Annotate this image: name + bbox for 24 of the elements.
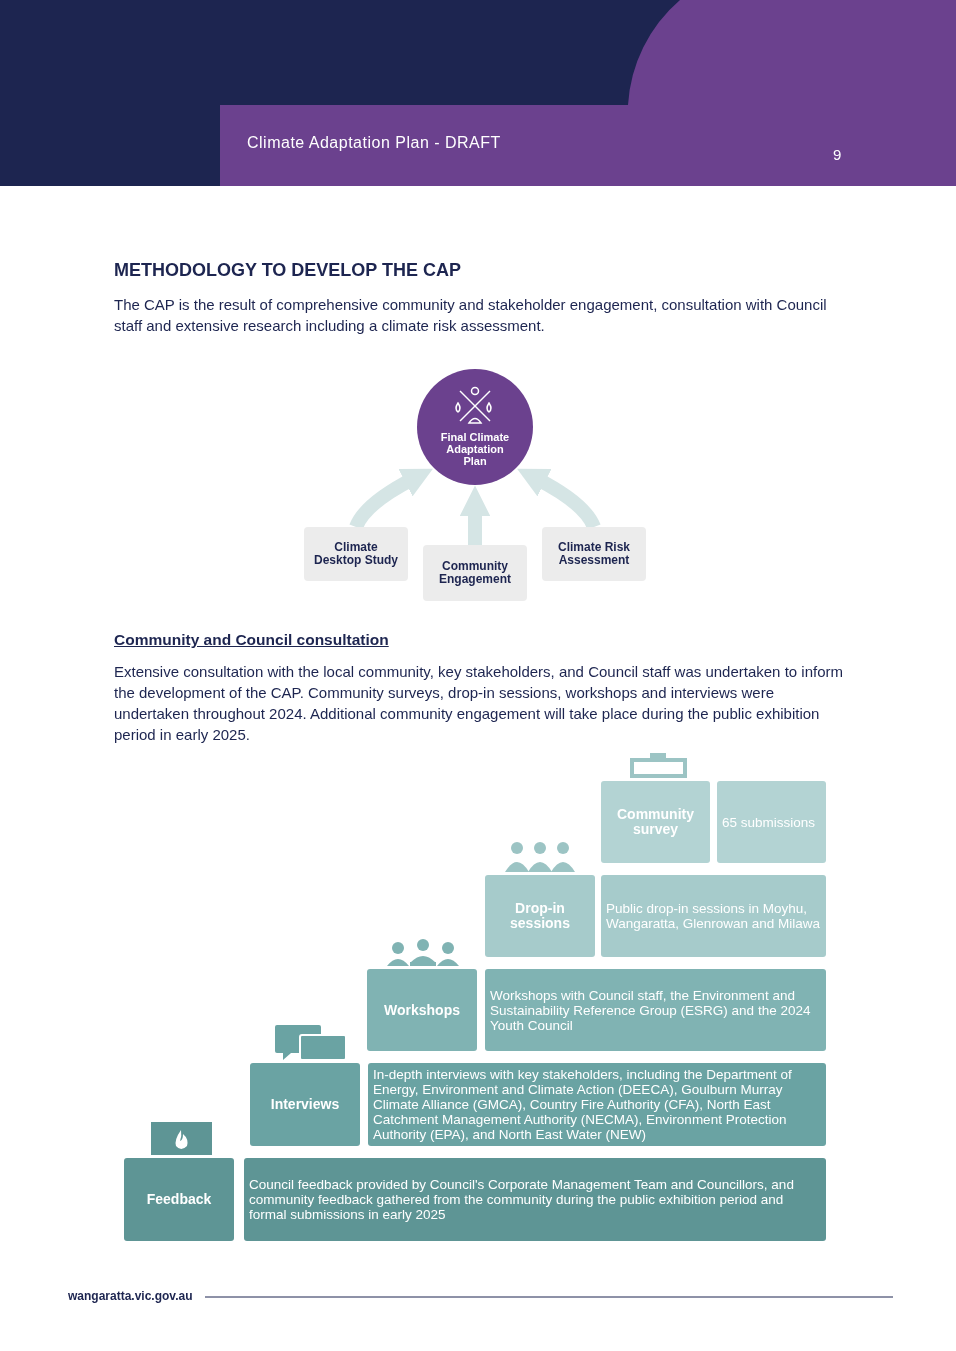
- section-subheading: Community and Council consultation: [114, 631, 389, 649]
- plan-circle: Final Climate Adaptation Plan: [417, 369, 533, 485]
- arrow: [459, 485, 491, 545]
- stage-box: Interviews: [250, 1063, 360, 1146]
- description-box: Workshops with Council staff, the Environment and Sustainability Reference Group (ESRG) and the 2024 Youth Council: [485, 969, 826, 1051]
- stage-box: Community survey: [601, 781, 710, 863]
- description-box: In-depth interviews with key stakeholders, including the Department of Energy, Environment and Climate Action (DEECA), Goulburn Murray Climate Alliance (GMCA), Country Fire Authority (CFA), North East Catchment Management Authority (NECMA), Environment Protection Authority (EPA), and North East Water (NEW): [368, 1063, 826, 1146]
- header-title: Climate Adaptation Plan - DRAFT: [247, 134, 501, 152]
- input-box: Climate Desktop Study: [304, 527, 408, 581]
- description-box: Public drop-in sessions in Moyhu, Wangaratta, Glenrowan and Milawa: [601, 875, 826, 957]
- input-box: Climate Risk Assessment: [542, 527, 646, 581]
- stage-box: Drop-in sessions: [485, 875, 595, 957]
- page-heading: METHODOLOGY TO DEVELOP THE CAP: [114, 260, 462, 281]
- arrow: [517, 468, 601, 530]
- body-paragraph: Extensive consultation with the local community, key stakeholders, and Council staff was undertaken to inform the development of the CAP. Community surveys, drop-in sessions, workshops and interviews were undertaken throughout 2024. Additional community engagement will take place during the public exhibition period in early 2025.: [114, 662, 844, 745]
- description-box: 65 submissions: [717, 781, 826, 863]
- description-box: Council feedback provided by Council's Corporate Management Team and Councillors, and community feedback gathered from the community during the public exhibition period and formal submissions in early 2025: [244, 1158, 826, 1241]
- input-box: Community Engagement: [423, 545, 527, 601]
- page-number: 9: [833, 146, 842, 163]
- stage-box: Feedback: [124, 1158, 234, 1241]
- arrow: [349, 468, 433, 530]
- intro-paragraph: The CAP is the result of comprehensive community and stakeholder engagement, consultation with Council staff and extensive research including a climate risk assessment.: [114, 295, 828, 336]
- footer-url: wangaratta.vic.gov.au: [68, 1289, 193, 1303]
- stage-box: Workshops: [367, 969, 477, 1051]
